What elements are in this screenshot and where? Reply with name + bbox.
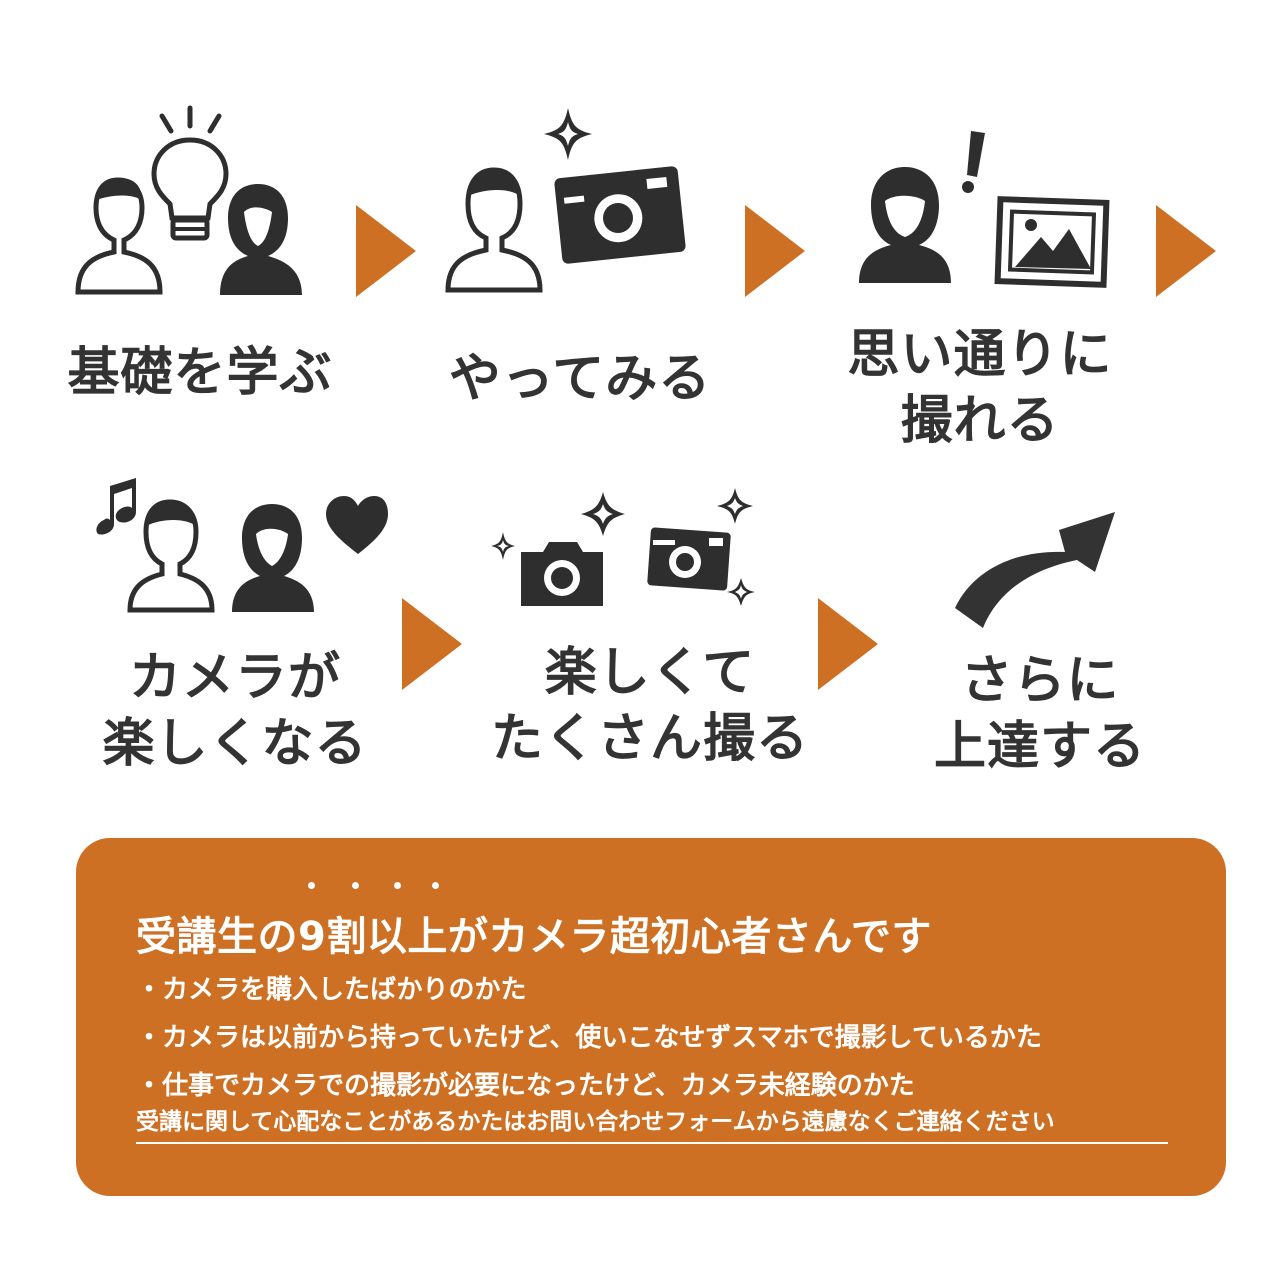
step-label-learn-basics: 基礎を学ぶ: [67, 343, 333, 403]
step-label-camera-becomes-fun: カメラが 楽しくなる: [102, 648, 368, 774]
person-picture-icon: [859, 131, 1110, 288]
step-label-enjoy-shooting-lots: 楽しくて たくさん撮る: [490, 643, 809, 769]
list-item: ・仕事でカメラでの撮影が必要になったけど、カメラ未経験のかた: [136, 1071, 915, 1101]
info-bullet-list: ・カメラを購入したばかりのかた ・カメラは以前から持っていたけど、使いこなせずス…: [136, 966, 1042, 1110]
step-label-improve-further: さらに 上達する: [933, 651, 1146, 777]
step-label-shoot-as-intended: 思い通りに 撮れる: [847, 325, 1113, 451]
info-headline: 受講生の9割以上がカメラ超初心者さんです: [136, 882, 932, 962]
emphasis-dots: [136, 882, 932, 894]
step-arrow-icon: [402, 598, 462, 690]
people-lightbulb-icon: [75, 105, 302, 295]
list-item: ・カメラを購入したばかりのかた: [136, 975, 527, 1005]
step-arrow-icon: [356, 205, 416, 297]
cameras-sparkle-icon: [491, 488, 755, 606]
upward-arrow-icon: [955, 512, 1115, 628]
people-heart-icon: [96, 478, 388, 613]
person-camera-icon: [445, 108, 686, 293]
step-arrow-icon: [1156, 205, 1216, 297]
list-item: ・カメラは以前から持っていたけど、使いこなせずスマホで撮影しているかた: [136, 1023, 1042, 1053]
step-label-try-it: やってみる: [448, 349, 712, 409]
contact-note: 受講に関して心配なことがあるかたはお問い合わせフォームから遠慮なくご連絡ください: [136, 1102, 1168, 1144]
info-box: 受講生の9割以上がカメラ超初心者さんです ・カメラを購入したばかりのかた ・カメ…: [76, 838, 1226, 1196]
step-arrow-icon: [818, 598, 878, 690]
step-arrow-icon: [745, 205, 805, 297]
